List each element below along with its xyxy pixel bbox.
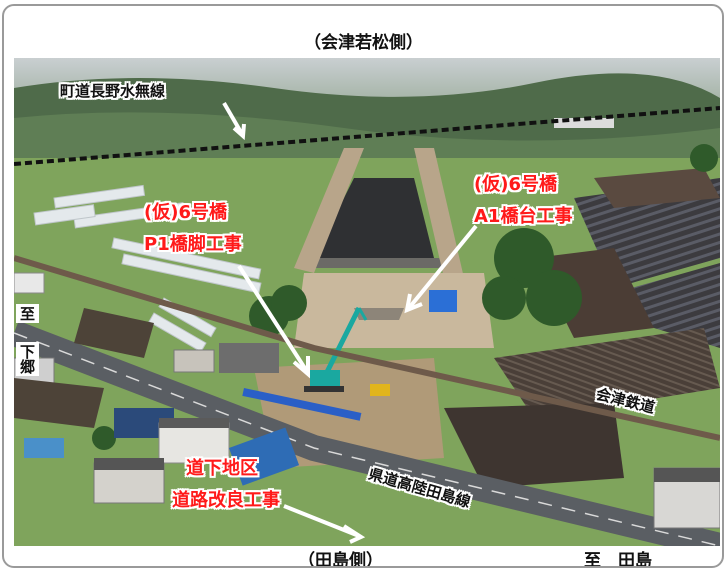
excavator xyxy=(370,384,390,396)
crane xyxy=(304,306,368,392)
field-lower-right xyxy=(444,403,624,488)
railway-track xyxy=(14,255,720,441)
label-left-shimogo: 下郷 xyxy=(16,342,39,376)
aerial-photo: 町道長野水無線 (仮)6号橋 P1橋脚工事 (仮)6号橋 A1橋台工事 会津鉄道… xyxy=(14,58,720,546)
greenhouses xyxy=(33,184,262,353)
trees xyxy=(92,144,718,450)
label-district-line1: 道下地区 xyxy=(186,458,258,479)
annotation-arrows xyxy=(222,101,478,544)
label-bridge6-p1-line1: (仮)6号橋 xyxy=(144,202,227,223)
label-left-to: 至 xyxy=(16,304,39,323)
label-bridge6-p1-line2: P1橋脚工事 xyxy=(144,234,242,255)
aerial-photo-drawing xyxy=(14,58,720,546)
caption-bottom-center: （田島側） xyxy=(298,551,383,568)
caption-bottom-right: 至 田島 xyxy=(584,551,652,568)
label-district-line2: 道路改良工事 xyxy=(172,490,280,511)
embankment-road xyxy=(294,148,364,273)
caption-top: （会津若松側） xyxy=(304,33,423,53)
blue-tarp xyxy=(429,290,457,312)
field-right-2 xyxy=(494,328,720,418)
label-bridge6-a1-line1: (仮)6号橋 xyxy=(474,174,557,195)
town-road-boundary xyxy=(14,106,720,166)
label-bridge6-a1-line2: A1橋台工事 xyxy=(474,206,573,227)
figure-frame: （会津若松側） xyxy=(2,4,724,568)
label-town-road: 町道長野水無線 xyxy=(60,82,166,100)
